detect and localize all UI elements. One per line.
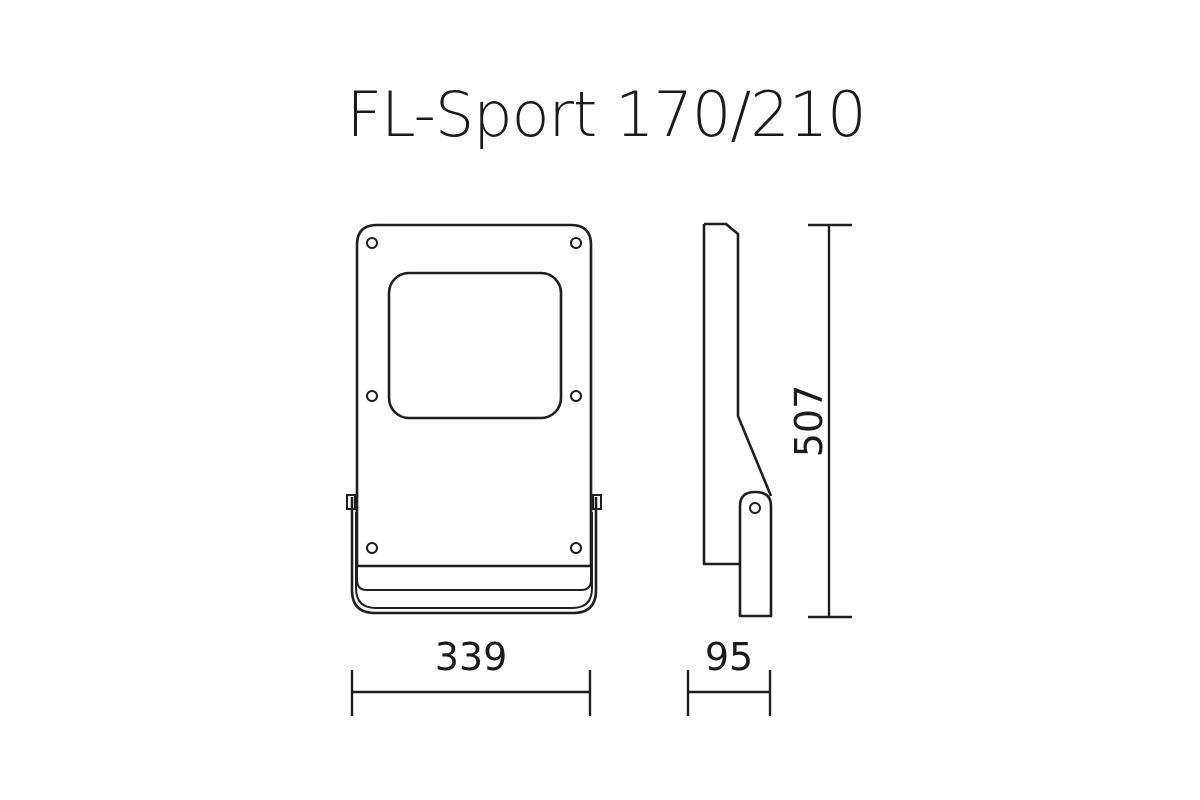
depth-value: 95: [705, 635, 753, 679]
width-value: 339: [435, 635, 508, 679]
pivot-bolt-icon: [749, 502, 761, 514]
mounting-bracket: [350, 497, 598, 615]
screw-icon: [570, 390, 582, 402]
housing-bottom-edge: [356, 566, 592, 591]
height-dimension: 507: [787, 223, 852, 619]
screw-icon: [366, 542, 378, 554]
bracket-pivot-right: [592, 494, 602, 510]
screw-icon: [570, 237, 582, 249]
lens-window: [387, 271, 563, 420]
width-dimension: 339: [350, 635, 592, 716]
screw-icon: [366, 390, 378, 402]
depth-dimension: 95: [686, 635, 772, 716]
screw-icon: [570, 542, 582, 554]
height-value: 507: [787, 385, 831, 458]
housing-outline: [355, 223, 593, 568]
mounting-bracket-inner: [355, 512, 593, 609]
product-title: FL-Sport 170/210: [346, 78, 865, 151]
bracket-pivot-left: [346, 494, 356, 510]
side-view: [702, 222, 773, 618]
side-bracket-arm: [738, 490, 773, 618]
side-housing-profile: [702, 222, 773, 566]
front-view: [346, 223, 602, 615]
screw-icon: [366, 237, 378, 249]
